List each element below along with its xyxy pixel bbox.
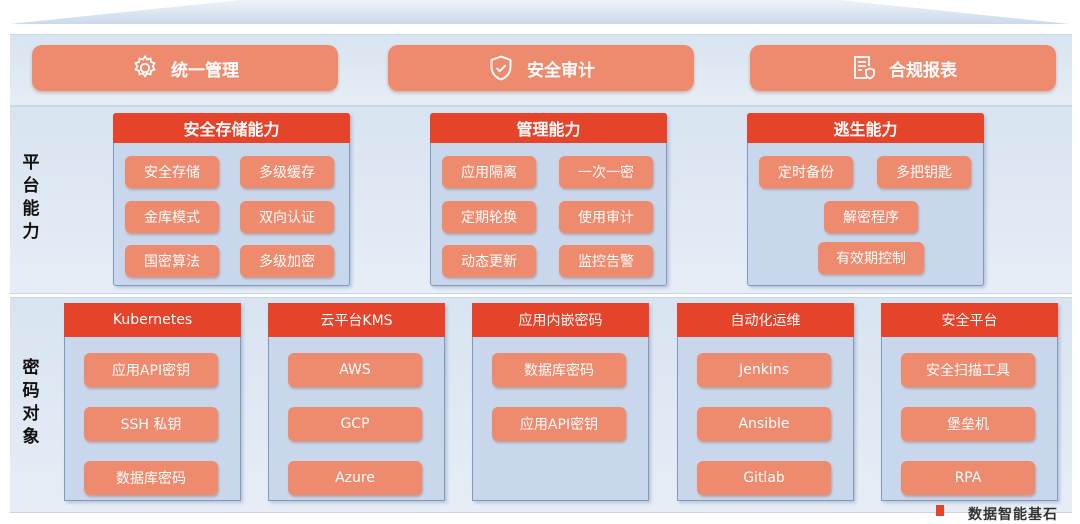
capability-item: 使用审计 [559,201,653,233]
security-audit-label: 安全审计 [527,60,595,81]
object-title: 云平台KMS [268,303,445,337]
object-item: Azure [288,461,422,495]
unified-management-label: 统一管理 [171,60,239,81]
capability-item: 多级缓存 [240,156,334,188]
capability-item: 一次一密 [559,156,653,188]
capability-group-management: 管理能力 应用隔离 一次一密 定期轮换 使用审计 动态更新 监控告警 [430,113,667,286]
platform-side-label: 平 台 能 力 [22,153,40,242]
security-audit-button[interactable]: 安全审计 [388,45,694,91]
object-item: 应用API密钥 [492,407,626,441]
capability-title: 安全存储能力 [113,113,350,143]
capability-item: 金库模式 [125,201,219,233]
capability-item: 解密程序 [824,201,918,233]
capability-item: 定期轮换 [442,201,536,233]
object-item: GCP [288,407,422,441]
object-group-cloud-kms: 云平台KMS AWS GCP Azure [268,303,445,501]
capability-item: 多级加密 [240,245,334,277]
watermark-mark [936,505,944,516]
capability-item: 有效期控制 [818,242,924,274]
roof-decoration [10,0,1070,24]
object-title: 应用内嵌密码 [472,303,649,337]
report-icon [854,56,875,80]
capability-item: 多把钥匙 [877,156,971,188]
objects-side-label: 密 码 对 象 [22,358,40,447]
capability-group-storage: 安全存储能力 安全存储 多级缓存 金库模式 双向认证 国密算法 多级加密 [113,113,350,286]
object-item: 堡垒机 [901,407,1035,441]
object-group-automation-ops: 自动化运维 Jenkins Ansible Gitlab [677,303,854,501]
capability-item: 安全存储 [125,156,219,188]
capability-title: 逃生能力 [747,113,984,143]
unified-management-button[interactable]: 统一管理 [32,45,338,91]
capability-title: 管理能力 [430,113,667,143]
capability-item: 应用隔离 [442,156,536,188]
object-item: Ansible [697,407,831,441]
object-title: 安全平台 [881,303,1058,337]
watermark-text: 数据智能基石 [968,507,1058,523]
object-item: 数据库密码 [84,461,218,495]
capability-item: 国密算法 [125,245,219,277]
object-item: SSH 私钥 [84,407,218,441]
object-group-kubernetes: Kubernetes 应用API密钥 SSH 私钥 数据库密码 [64,303,241,501]
object-item: 数据库密码 [492,353,626,387]
object-item: 应用API密钥 [84,353,218,387]
object-group-security-platform: 安全平台 安全扫描工具 堡垒机 RPA [881,303,1058,501]
object-group-embedded-passwords: 应用内嵌密码 数据库密码 应用API密钥 [472,303,649,501]
object-item: Jenkins [697,353,831,387]
object-item: Gitlab [697,461,831,495]
object-item: 安全扫描工具 [901,353,1035,387]
capability-item: 监控告警 [559,245,653,277]
compliance-report-label: 合规报表 [889,60,957,81]
capability-item: 双向认证 [240,201,334,233]
object-title: Kubernetes [64,303,241,337]
gear-icon [134,54,156,78]
shield-check-icon [490,55,512,81]
object-item: RPA [901,461,1035,495]
capability-item: 定时备份 [759,156,853,188]
object-title: 自动化运维 [677,303,854,337]
capability-group-escape: 逃生能力 定时备份 多把钥匙 解密程序 有效期控制 [747,113,984,286]
object-item: AWS [288,353,422,387]
compliance-report-button[interactable]: 合规报表 [750,45,1056,91]
capability-item: 动态更新 [442,245,536,277]
